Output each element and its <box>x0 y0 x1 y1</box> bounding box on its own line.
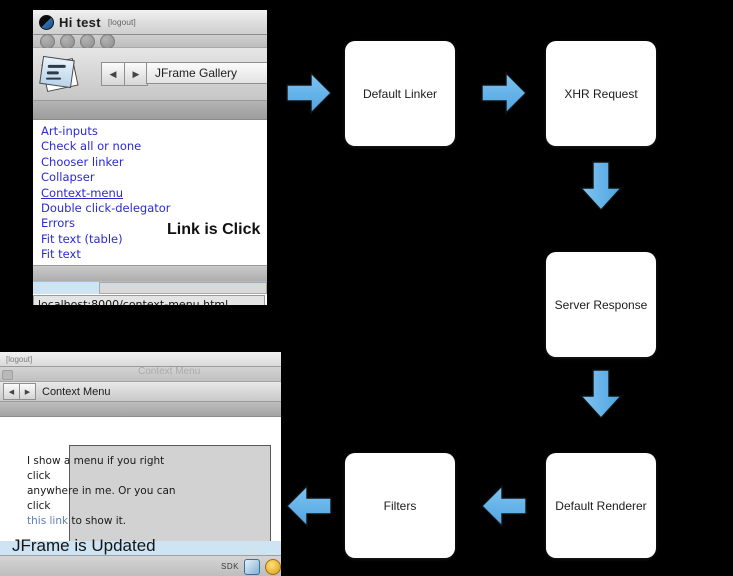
instruction-line-3-tail: to show it. <box>68 515 127 527</box>
address-field[interactable]: JFrame Gallery <box>146 62 267 84</box>
window1-nav-buttons: ◀ ▶ <box>101 62 148 86</box>
status-url-tooltip: localhost:8000/context-menu.html <box>33 295 265 305</box>
window2-caption-band <box>0 541 281 555</box>
link-is-clicked-caption: Link is Click <box>167 221 261 238</box>
toolbar-dot-3-icon[interactable] <box>80 34 95 49</box>
back-button[interactable]: ◀ <box>3 383 20 400</box>
flow-node-default-linker[interactable]: Default Linker <box>345 41 455 146</box>
list-item[interactable]: Fit text <box>41 247 81 262</box>
window2-ghost-titlebar: Context Menu <box>0 366 281 382</box>
flow-node-label: Default Renderer <box>555 498 647 513</box>
list-item[interactable]: Check all or none <box>41 139 142 154</box>
this-link-anchor[interactable]: this link <box>27 515 69 527</box>
window1-greeting: Hi test <box>59 14 101 30</box>
window1-toolbar-band <box>33 101 267 120</box>
list-item[interactable]: Errors <box>41 216 76 231</box>
toolbar-dot-2-icon[interactable] <box>60 34 75 49</box>
browser-window-gallery[interactable]: Hi test [logout] ◀ ▶ JFrame Gallery Art-… <box>33 10 268 305</box>
window1-navbar: ◀ ▶ JFrame Gallery <box>33 48 267 101</box>
window2-content: I show a menu if you right click anywher… <box>0 417 281 545</box>
list-item[interactable]: Double click-delegator <box>41 201 171 216</box>
flow-node-xhr-request[interactable]: XHR Request <box>546 41 656 146</box>
toolbar-dot-4-icon[interactable] <box>100 34 115 49</box>
sdk-label: SDK <box>221 562 239 571</box>
arrow-in-left-icon <box>286 71 332 115</box>
arrow-xhr-to-server-icon <box>579 161 623 212</box>
back-button[interactable]: ◀ <box>101 62 125 86</box>
window2-ghost-title: Context Menu <box>138 366 201 377</box>
app-logo-icon <box>39 14 54 30</box>
arrow-linker-to-xhr-icon <box>481 71 527 115</box>
window1-titlebar: Hi test [logout] <box>33 10 267 35</box>
instruction-line-2: anywhere in me. Or you can click <box>27 485 176 512</box>
context-menu-instructions: I show a menu if you right click anywher… <box>27 454 187 529</box>
arrow-server-to-renderer-icon <box>579 369 623 420</box>
arrow-filters-out-icon <box>286 484 332 528</box>
jframe-updated-caption: JFrame is Updated <box>12 536 156 555</box>
list-item[interactable]: Fit text (table) <box>41 231 123 246</box>
flow-node-label: Server Response <box>554 297 648 312</box>
sdk-app-icon-1[interactable] <box>244 558 260 575</box>
list-item[interactable]: Collapser <box>41 170 95 185</box>
flow-node-server-response[interactable]: Server Response <box>546 252 656 357</box>
flow-node-label: XHR Request <box>564 86 638 101</box>
flow-node-filters[interactable]: Filters <box>345 453 455 558</box>
sdk-app-icon-2[interactable] <box>265 558 281 575</box>
forward-button[interactable]: ▶ <box>20 383 36 400</box>
flow-node-label: Filters <box>383 498 417 513</box>
window1-link-list: Art-inputs Check all or none Chooser lin… <box>33 120 267 276</box>
flow-node-default-renderer[interactable]: Default Renderer <box>546 453 656 558</box>
window1-toolbar-dots <box>33 34 267 49</box>
window1-bottom-band <box>33 265 267 282</box>
window2-sdk-bar: SDK <box>0 555 281 576</box>
list-item[interactable]: Chooser linker <box>41 154 124 169</box>
gallery-photos-icon <box>38 52 82 96</box>
toolbar-dot-1-icon[interactable] <box>40 34 55 49</box>
window2-titlebar: [logout] <box>0 352 281 367</box>
ghost-dot-icon <box>2 370 13 380</box>
arrow-renderer-to-filters-icon <box>481 484 527 528</box>
window2-toolbar-band <box>0 402 281 417</box>
list-item[interactable]: Art-inputs <box>41 124 98 138</box>
address-field[interactable]: Context Menu <box>42 385 111 398</box>
logout-link[interactable]: [logout] <box>6 354 33 364</box>
flow-node-label: Default Linker <box>362 86 438 101</box>
flowchart-diagram: Default Linker XHR Request Server Respon… <box>280 0 733 576</box>
window1-progress-area <box>99 282 267 294</box>
window2-navbar: ◀ ▶ Context Menu <box>0 382 281 402</box>
list-item-context-menu[interactable]: Context-menu <box>41 185 124 200</box>
instruction-line-1: I show a menu if you right click <box>27 455 165 482</box>
forward-button[interactable]: ▶ <box>125 62 148 86</box>
browser-window-context-menu[interactable]: [logout] Context Menu ◀ ▶ Context Menu I… <box>0 352 281 576</box>
logout-link[interactable]: [logout] <box>107 17 136 27</box>
